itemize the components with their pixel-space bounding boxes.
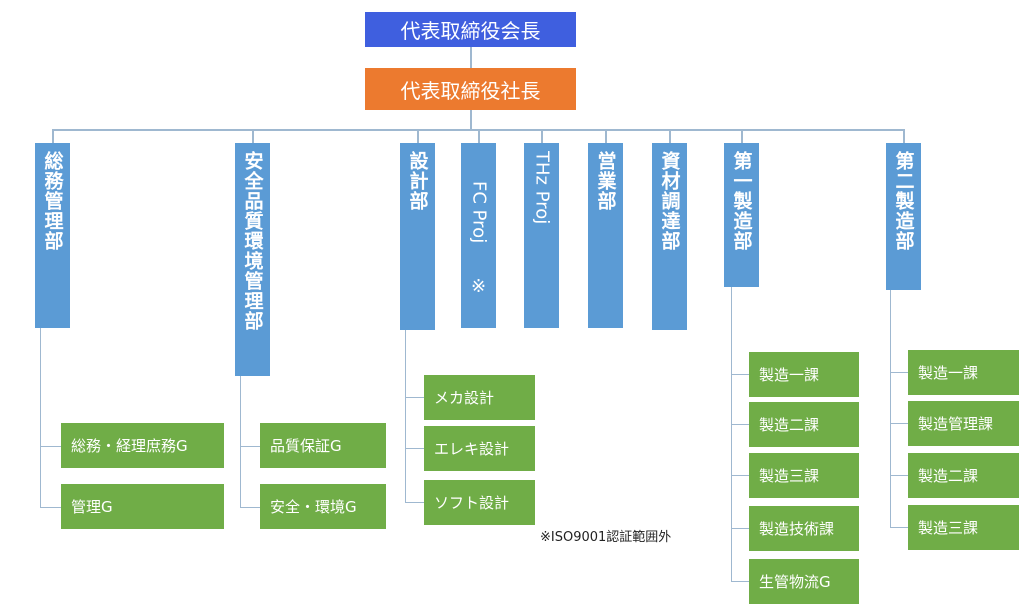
group-mfg1-3: 製造三課 — [749, 453, 859, 498]
connector-dept-sales — [605, 129, 607, 143]
connector-dept-mfg2 — [903, 129, 905, 143]
chairman-box: 代表取締役会長 — [365, 12, 576, 47]
connector-design-g2 — [405, 448, 424, 449]
group-mfg2-3: 製造二課 — [908, 453, 1019, 498]
dept-quality-label: 安全品質環境管理部 — [241, 151, 264, 331]
group-design-1: メカ設計 — [424, 375, 535, 420]
group-mfg1-2: 製造二課 — [749, 402, 859, 447]
group-design-2: エレキ設計 — [424, 426, 535, 471]
connector-quality-g2 — [240, 507, 260, 508]
connector-mfg2-g3 — [890, 475, 908, 476]
group-label: 製造技術課 — [759, 520, 835, 538]
group-label: 品質保証G — [270, 437, 342, 455]
connector-dept-fc — [478, 129, 480, 143]
dept-mfg2: 第二製造部 — [886, 143, 921, 290]
group-label: 製造一課 — [759, 366, 820, 384]
group-label: 生管物流G — [759, 573, 831, 591]
connector-design-g1 — [405, 397, 424, 398]
group-label: 管理G — [71, 498, 113, 516]
connector-design-g3 — [405, 502, 424, 503]
connector-quality-vertical — [240, 376, 241, 508]
group-label: エレキ設計 — [434, 440, 510, 458]
group-label: ソフト設計 — [434, 494, 510, 512]
dept-mfg2-label: 第二製造部 — [892, 151, 915, 251]
group-general-2: 管理G — [61, 484, 224, 529]
chairman-label: 代表取締役会長 — [400, 19, 541, 43]
connector-quality-g1 — [240, 446, 260, 447]
group-mfg2-1: 製造一課 — [908, 350, 1019, 395]
group-label: 製造三課 — [759, 467, 820, 485]
dept-design: 設計部 — [400, 143, 435, 330]
connector-mfg2-vertical — [890, 290, 891, 528]
connector-mfg1-vertical — [731, 287, 732, 582]
group-quality-2: 安全・環境G — [260, 484, 386, 529]
dept-procurement-label: 資材調達部 — [658, 151, 681, 251]
dept-fc-note-mark: ※ — [470, 275, 487, 297]
connector-mfg2-g2 — [890, 423, 908, 424]
group-mfg1-5: 生管物流G — [749, 559, 859, 604]
group-design-3: ソフト設計 — [424, 480, 535, 525]
president-box: 代表取締役社長 — [365, 68, 576, 110]
connector-design-vertical — [405, 330, 406, 503]
connector-general-g2 — [40, 507, 61, 508]
group-mfg1-1: 製造一課 — [749, 352, 859, 397]
dept-mfg1-label: 第一製造部 — [730, 151, 753, 251]
group-mfg1-4: 製造技術課 — [749, 506, 859, 551]
president-label: 代表取締役社長 — [400, 78, 541, 103]
dept-fc-proj: FC Proj ※ — [461, 143, 496, 328]
connector-mfg1-g4 — [731, 528, 749, 529]
group-quality-1: 品質保証G — [260, 423, 386, 468]
group-label: 製造二課 — [918, 467, 979, 485]
group-label: 安全・環境G — [270, 498, 357, 516]
connector-dept-general — [52, 129, 54, 143]
connector-mfg1-g1 — [731, 374, 749, 375]
connector-president-down — [470, 110, 472, 130]
group-label: 製造二課 — [759, 416, 820, 434]
group-general-1: 総務・経理庶務G — [61, 423, 224, 468]
dept-thz-label: THz Proj — [531, 151, 553, 225]
group-label: 総務・経理庶務G — [71, 437, 188, 455]
connector-mfg1-g2 — [731, 424, 749, 425]
group-label: 製造三課 — [918, 519, 979, 537]
group-label: 製造管理課 — [918, 415, 994, 433]
connector-mfg2-g4 — [890, 527, 908, 528]
dept-general: 総務管理部 — [35, 143, 70, 328]
dept-mfg1: 第一製造部 — [724, 143, 759, 287]
dept-sales: 営業部 — [588, 143, 623, 328]
connector-mfg1-g3 — [731, 475, 749, 476]
group-mfg2-4: 製造三課 — [908, 505, 1019, 550]
connector-general-g1 — [40, 446, 61, 447]
dept-sales-label: 営業部 — [594, 151, 617, 211]
connector-dept-mfg1 — [741, 129, 743, 143]
group-label: 製造一課 — [918, 364, 979, 382]
group-mfg2-2: 製造管理課 — [908, 401, 1019, 446]
dept-quality: 安全品質環境管理部 — [235, 143, 270, 376]
connector-mfg1-g5 — [731, 581, 749, 582]
dept-procurement: 資材調達部 — [652, 143, 687, 330]
connector-general-vertical — [40, 328, 41, 508]
connector-dept-design — [417, 129, 419, 143]
dept-general-label: 総務管理部 — [41, 151, 64, 251]
group-label: メカ設計 — [434, 389, 495, 407]
dept-thz-proj: THz Proj — [524, 143, 559, 328]
connector-dept-quality — [252, 129, 254, 143]
connector-chairman-president — [470, 47, 472, 68]
connector-dept-procurement — [669, 129, 671, 143]
iso-exclusion-note: ※ISO9001認証範囲外 — [540, 530, 672, 545]
connector-mfg2-g1 — [890, 372, 908, 373]
dept-fc-label: FC Proj — [468, 181, 490, 244]
dept-design-label: 設計部 — [406, 151, 429, 211]
connector-dept-thz — [541, 129, 543, 143]
